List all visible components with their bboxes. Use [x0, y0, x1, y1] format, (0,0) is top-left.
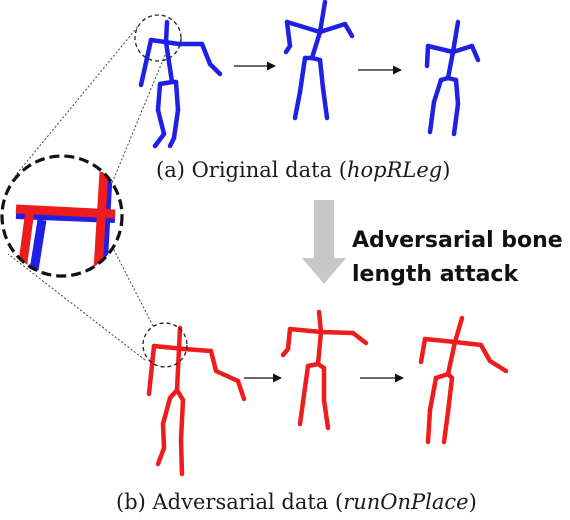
original-skeleton-frame-1	[138, 19, 223, 149]
attack-arrow	[302, 200, 346, 284]
caption-top-suffix: )	[442, 158, 451, 182]
zoom-magnifier	[0, 154, 124, 278]
adversarial-skeleton-frame-3	[418, 315, 509, 445]
caption-bottom-action: runOnPlace	[343, 490, 469, 514]
original-skeleton-frame-2	[283, 0, 355, 121]
attack-label-line-2: length attack	[352, 262, 519, 287]
top-sequence-arrows	[234, 61, 402, 75]
caption-bottom-suffix: )	[468, 490, 477, 514]
adversarial-skeleton-frame-1	[146, 325, 247, 477]
caption-top-prefix: (a) Original data (	[156, 158, 347, 182]
caption-top-action: hopRLeg	[346, 158, 443, 182]
zoom-source-circle-top	[134, 14, 182, 62]
caption-bottom-prefix: (b) Adversarial data (	[116, 490, 344, 514]
attack-label-line-1: Adversarial bone	[352, 228, 563, 253]
original-skeleton-frame-3	[424, 19, 481, 137]
zoom-connector-lines	[7, 23, 166, 361]
zoom-source-circle-bottom	[142, 322, 188, 368]
caption-original-data: (a) Original data (hopRLeg)	[156, 158, 450, 182]
caption-adversarial-data: (b) Adversarial data (runOnPlace)	[116, 490, 477, 514]
adversarial-skeleton-frame-2	[280, 309, 369, 431]
